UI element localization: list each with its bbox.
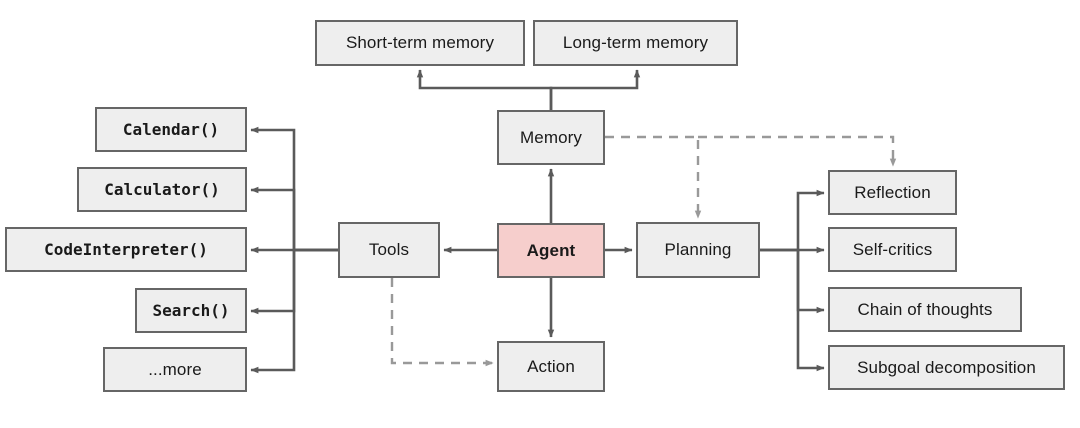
node-tool-calendar[interactable]: Calendar() — [95, 107, 247, 152]
edge-memory-planning-dashed — [605, 135, 702, 219]
edge-tools-more — [250, 248, 338, 374]
node-tool-more[interactable]: ...more — [103, 347, 247, 392]
edge-planning-reflection — [760, 189, 825, 252]
edge-memory-reflection-dashed — [698, 135, 897, 167]
node-label: Memory — [520, 127, 582, 147]
node-planning-subgoal-decomposition[interactable]: Subgoal decomposition — [828, 345, 1065, 390]
node-tool-calculator[interactable]: Calculator() — [77, 167, 247, 212]
node-planning[interactable]: Planning — [636, 222, 760, 278]
node-label: CodeInterpreter() — [44, 240, 208, 259]
node-label: Long-term memory — [562, 33, 709, 52]
node-label: Calculator() — [104, 180, 220, 199]
node-label: Planning — [664, 240, 732, 259]
node-tool-code-interpreter[interactable]: CodeInterpreter() — [5, 227, 247, 272]
node-label: Action — [527, 356, 575, 376]
node-label: Self-critics — [852, 239, 933, 259]
node-label: Agent — [526, 240, 576, 260]
node-label: Calendar() — [122, 120, 220, 139]
edge-tools-action-dashed — [390, 278, 494, 367]
edge-planning-chain-of-thoughts — [760, 248, 825, 314]
node-short-term-memory[interactable]: Short-term memory — [315, 20, 525, 66]
edge-memory-short-term — [416, 69, 553, 110]
node-tool-search[interactable]: Search() — [135, 288, 247, 333]
node-action[interactable]: Action — [497, 341, 605, 392]
node-tools[interactable]: Tools — [338, 222, 440, 278]
edge-tools-calculator — [250, 186, 338, 252]
node-agent[interactable]: Agent — [497, 223, 605, 278]
node-label: Reflection — [854, 182, 931, 202]
edge-memory-long-term — [549, 69, 641, 110]
node-label: Short-term memory — [345, 33, 495, 52]
edge-planning-subgoal-decomposition — [796, 250, 825, 372]
node-memory[interactable]: Memory — [497, 110, 605, 165]
node-label: Search() — [152, 301, 230, 320]
node-planning-self-critics[interactable]: Self-critics — [828, 227, 957, 272]
node-label: Tools — [368, 240, 410, 259]
node-planning-reflection[interactable]: Reflection — [828, 170, 957, 215]
node-label: ...more — [148, 359, 202, 379]
node-long-term-memory[interactable]: Long-term memory — [533, 20, 738, 66]
node-planning-chain-of-thoughts[interactable]: Chain of thoughts — [828, 287, 1022, 332]
node-label: Chain of thoughts — [857, 299, 993, 319]
node-label: Subgoal decomposition — [857, 357, 1036, 377]
